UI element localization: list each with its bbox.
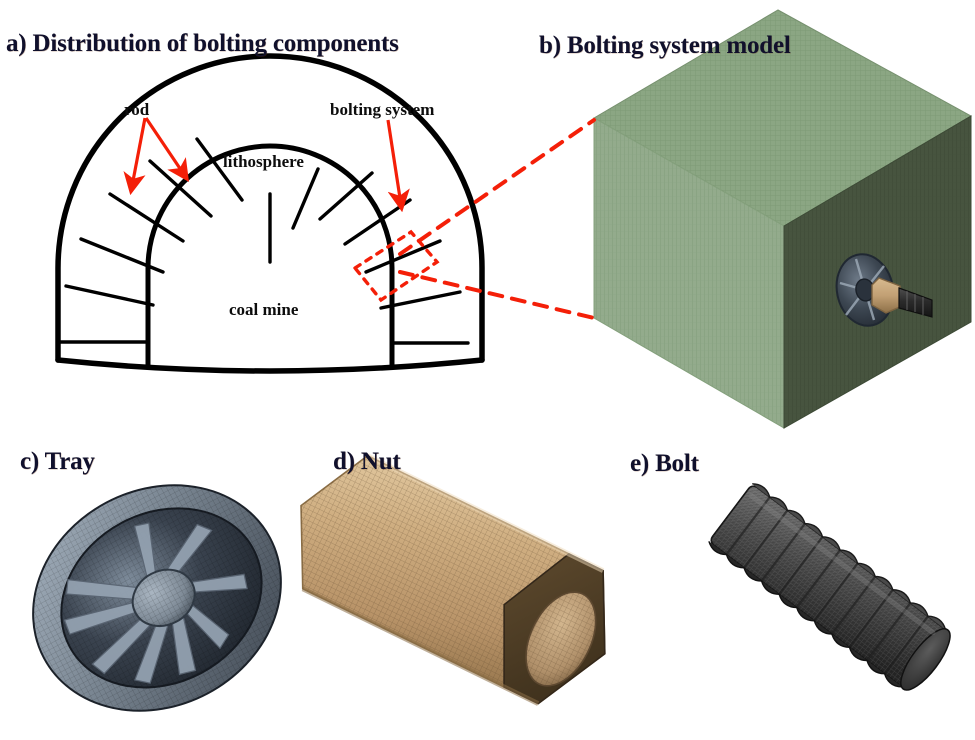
nut-model	[300, 453, 606, 706]
nut-highlight	[366, 453, 605, 573]
detail-highlight-box	[352, 229, 440, 303]
rod	[64, 284, 155, 307]
embedded-nut	[871, 277, 903, 314]
tunnel-base-line	[55, 357, 485, 374]
rod	[79, 237, 165, 274]
nut-shadow	[301, 586, 540, 706]
outer-arch	[55, 53, 485, 363]
rod-arrow-right	[144, 117, 190, 182]
bolt-rib	[725, 496, 771, 556]
rod	[108, 192, 185, 243]
rod	[291, 167, 320, 230]
bolt-rib	[848, 589, 894, 648]
rod-group	[56, 137, 470, 345]
panel-title-e: e) Bolt	[630, 450, 699, 477]
label-lithosphere: lithosphere	[223, 152, 304, 171]
embedded-bolt-ribs	[906, 291, 924, 315]
bolt-rib	[743, 509, 789, 569]
bolt-model	[708, 483, 951, 691]
rod	[148, 159, 213, 218]
tray-hub-mesh	[132, 569, 195, 627]
label-bolting-system: bolting system	[330, 100, 435, 119]
rod	[379, 290, 462, 310]
panel-title-d: d) Nut	[333, 448, 401, 475]
embedded-bolting-assembly	[835, 253, 933, 327]
rod	[364, 239, 442, 274]
label-rod: rod	[124, 100, 150, 119]
label-coal-mine: coal mine	[229, 300, 299, 319]
bolting-system-arrow	[386, 119, 410, 213]
nut-bore-mesh	[526, 592, 596, 686]
bolt-rib-group	[725, 496, 945, 687]
bolt-rib	[778, 536, 824, 595]
bolt-rib	[760, 522, 806, 582]
panel-title-c: c) Tray	[20, 448, 95, 475]
bolt-rib	[795, 549, 841, 609]
rod	[195, 137, 244, 202]
bolt-highlight	[748, 492, 936, 636]
connector-line-lower	[398, 270, 596, 320]
rod-arrow-left	[123, 117, 147, 196]
bolt-rib	[831, 575, 877, 635]
rod	[318, 171, 374, 221]
rod-annotation-arrows	[123, 117, 190, 196]
connector-line-upper	[398, 118, 596, 256]
bolt-end-face	[900, 628, 951, 691]
bolt-rib	[883, 615, 929, 675]
tray-model	[32, 484, 282, 712]
panel-title-a: a) Distribution of bolting components	[6, 30, 399, 57]
bolt-rib	[813, 562, 859, 622]
tray-rib-group	[63, 522, 248, 684]
panel-title-b: b) Bolting system model	[539, 32, 791, 59]
bolt-rib	[866, 602, 912, 662]
